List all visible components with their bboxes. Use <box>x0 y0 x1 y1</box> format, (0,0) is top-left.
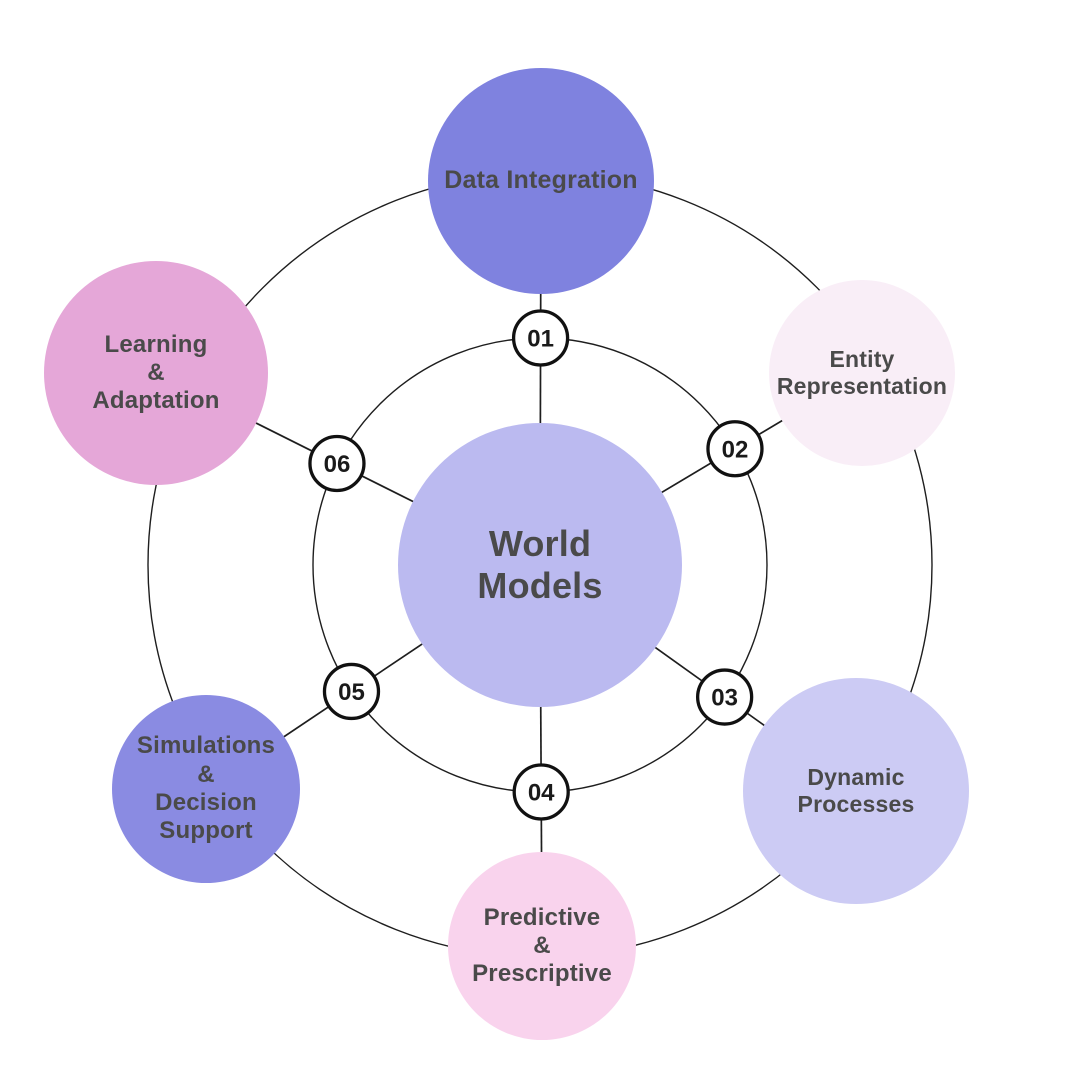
badge-04: 04 <box>512 763 570 821</box>
badge-circle-04 <box>512 763 570 821</box>
badge-circle-01 <box>511 309 570 367</box>
node-circle-entity-representation <box>769 280 955 466</box>
badge-02: 02 <box>706 420 764 478</box>
badge-number-03: 03 <box>711 685 738 712</box>
badge-number-04: 04 <box>528 780 555 807</box>
badge-circle-06 <box>308 434 366 493</box>
node-circle-simulations-decision-support <box>112 695 300 883</box>
badge-number-05: 05 <box>338 679 365 706</box>
badge-circle-02 <box>706 420 764 478</box>
badge-circle-03 <box>695 668 754 726</box>
node-circle-data-integration <box>428 68 654 294</box>
node-circle-predictive-prescriptive <box>448 852 636 1040</box>
badge-number-01: 01 <box>527 326 554 353</box>
badge-number-06: 06 <box>324 451 351 478</box>
badge-05: 05 <box>322 662 381 721</box>
badge-06: 06 <box>308 434 366 493</box>
node-circle-dynamic-processes <box>743 678 969 904</box>
node-circle-learning-adaptation <box>44 261 268 485</box>
badge-circle-05 <box>322 662 381 721</box>
hub-circle-world-models <box>398 423 682 707</box>
badge-01: 01 <box>511 309 570 367</box>
badge-03: 03 <box>695 668 754 726</box>
badge-number-02: 02 <box>722 436 749 463</box>
